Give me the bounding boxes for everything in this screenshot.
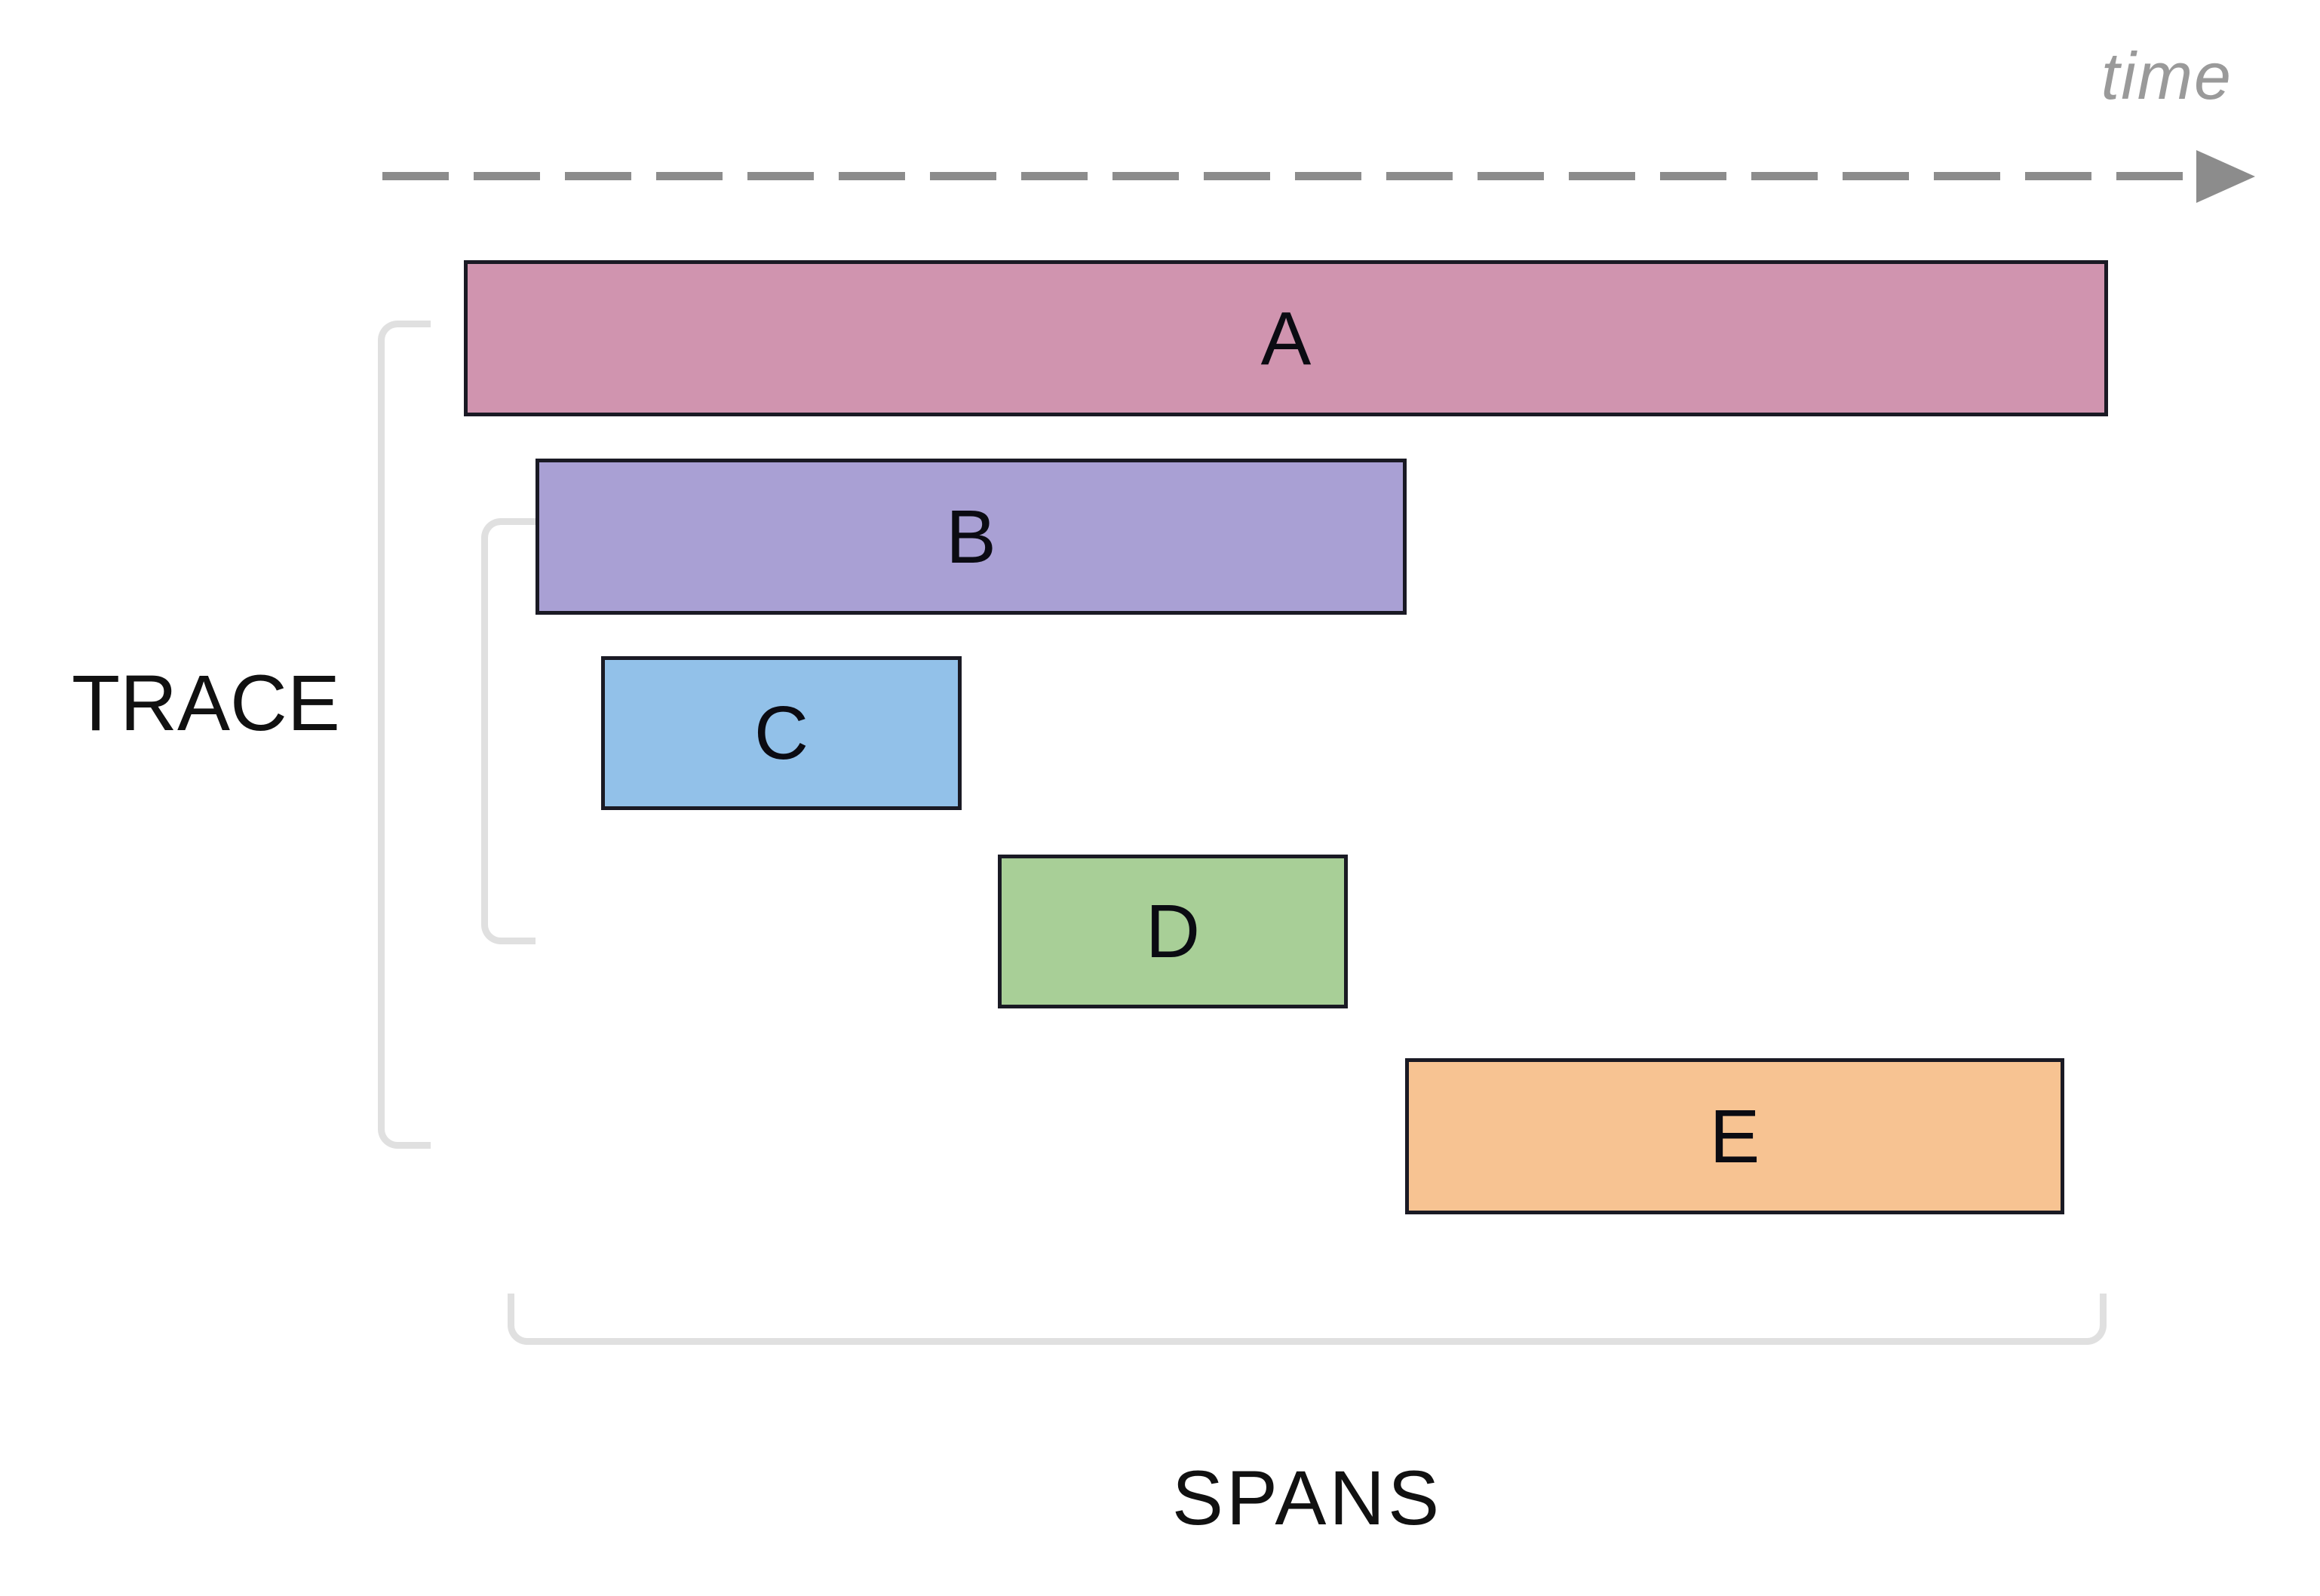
time-axis-label: time — [2101, 38, 2233, 113]
span-bar-d: D — [998, 855, 1348, 1008]
span-bar-e: E — [1405, 1058, 2064, 1214]
trace-bracket — [378, 321, 431, 1149]
span-label-d: D — [1145, 889, 1201, 974]
span-label-b: B — [946, 494, 996, 579]
child-spans-bracket — [481, 518, 536, 944]
time-axis-arrowhead-icon — [2196, 150, 2255, 203]
span-label-c: C — [753, 691, 809, 775]
spans-label: SPANS — [1171, 1455, 1443, 1541]
trace-label: TRACE — [72, 659, 340, 747]
span-bar-a: A — [464, 260, 2108, 416]
span-label-e: E — [1709, 1094, 1760, 1179]
span-label-a: A — [1260, 296, 1312, 381]
span-bar-b: B — [536, 459, 1407, 615]
time-axis-dashed-line — [382, 172, 2193, 180]
span-bar-c: C — [601, 656, 962, 810]
spans-bracket — [508, 1294, 2107, 1345]
